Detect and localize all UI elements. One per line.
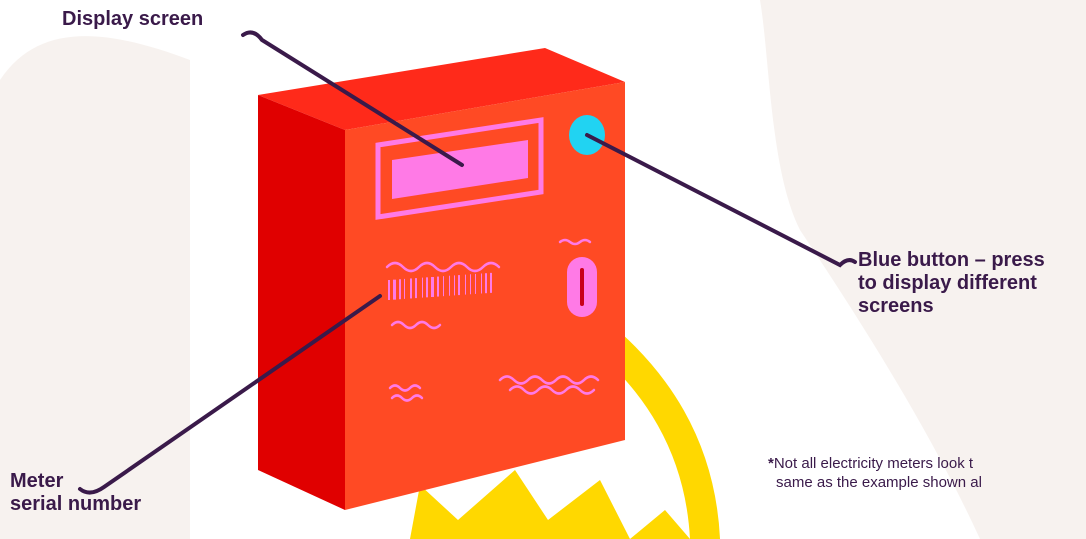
serial-number-label: Meter serial number [10,470,141,516]
barcode-bar [458,275,460,295]
barcode-bar [415,278,417,298]
serial-number-label-line: serial number [10,493,141,516]
cable [612,345,705,539]
blue-button-label-line: Blue button – press [858,249,1045,272]
barcode-bar [388,280,390,300]
blue-button-label-line: screens [858,295,1045,318]
barcode-bar [404,279,405,299]
note-line: Not all electricity meters look t [774,455,973,472]
barcode-bar [437,277,439,297]
barcode-bar [475,274,476,294]
barcode-bar [470,274,471,294]
barcode-bar [490,273,492,293]
barcode-bar [485,273,487,293]
barcode-bar [399,279,401,299]
barcode-bar [481,273,482,293]
disclaimer-note: *Not all electricity meters look t same … [768,455,982,493]
background-blob-left [0,36,190,539]
barcode-bar [393,280,396,300]
barcode-bar [426,277,428,297]
barcode-bar [431,277,434,297]
barcode-bar [449,276,450,296]
barcode-bar [454,275,455,295]
note-line: same as the example shown al [776,474,982,491]
serial-number-label-line: Meter [10,470,141,493]
barcode-bar [465,275,466,295]
blue-button-label: Blue button – press to display different… [858,249,1045,318]
barcode-bar [422,278,423,298]
display-screen-label: Display screen [62,8,203,31]
blue-button-label-line: to display different [858,272,1045,295]
meter-side [258,95,345,510]
barcode-bar [443,276,444,296]
barcode-bar [410,278,412,298]
